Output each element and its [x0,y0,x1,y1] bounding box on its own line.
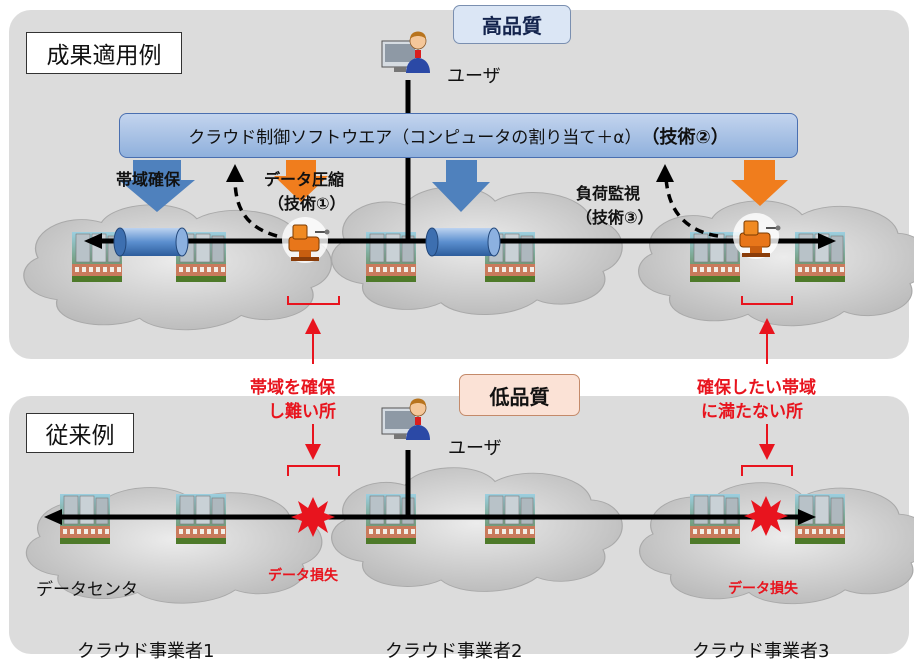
arrowhead-right-icon [818,233,836,249]
feedback-arrowhead-right-icon [656,164,674,182]
arrowhead-left-icon [84,233,102,249]
user-icon-bottom [381,398,431,441]
arrowhead-left-icon [44,509,62,525]
provider-label-2: クラウド事業者2 [385,641,523,662]
feedback-arrowhead-left-icon [226,164,244,182]
bandwidth-pipe-center [425,227,501,257]
feedback-arrow-right [664,177,719,238]
bandwidth-pipe-left [113,227,189,257]
user-label-bottom: ユーザ [448,438,502,459]
bracket-top-left [287,296,340,305]
compression-label-line1: データ圧縮 [264,170,345,189]
compression-label-line2: （技術①） [268,194,346,213]
insufficient-bandwidth-line1: 確保したい帯域 [697,378,816,398]
bracket-bottom-left [287,465,340,476]
hard-to-reserve-line2: し難い所 [268,402,336,422]
control-tech-label: （技術②） [641,126,729,148]
provider-label-3: クラウド事業者3 [692,641,830,662]
provider-label-1: クラウド事業者1 [77,641,215,662]
down-arrow-orange-left [274,160,328,202]
bottom-title: 従来例 [26,413,134,453]
down-arrow-orange-right [731,160,788,206]
insufficient-bandwidth-line2: に満たない所 [701,402,803,422]
high-quality-badge: 高品質 [453,5,571,44]
control-software-bar: クラウド制御ソフトウエア（コンピュータの割り当て＋α） （技術②） [119,113,798,158]
load-monitor-label-line2: （技術③） [576,208,654,227]
arrowhead-right-icon [798,509,816,525]
data-loss-label-right: データ損失 [728,581,798,597]
bandwidth-reserve-label: 帯域確保 [116,170,181,189]
data-loss-label-left: データ損失 [268,568,338,584]
down-arrow-blue-left [119,160,195,212]
datacenter-label: データセンタ [36,580,138,600]
low-quality-badge: 低品質 [459,374,580,416]
down-arrow-blue-center [432,160,490,212]
top-title: 成果適用例 [26,32,182,74]
bracket-bottom-right [741,465,793,476]
load-monitor-label-line1: 負荷監視 [576,184,641,203]
hard-to-reserve-line1: 帯域を確保 [250,378,335,398]
cloud-provider-3-top [638,200,914,327]
user-label-top: ユーザ [447,66,501,87]
control-software-label: クラウド制御ソフトウエア（コンピュータの割り当て＋α） [188,128,642,148]
user-icon-top [381,31,431,74]
bracket-top-right [741,296,793,305]
